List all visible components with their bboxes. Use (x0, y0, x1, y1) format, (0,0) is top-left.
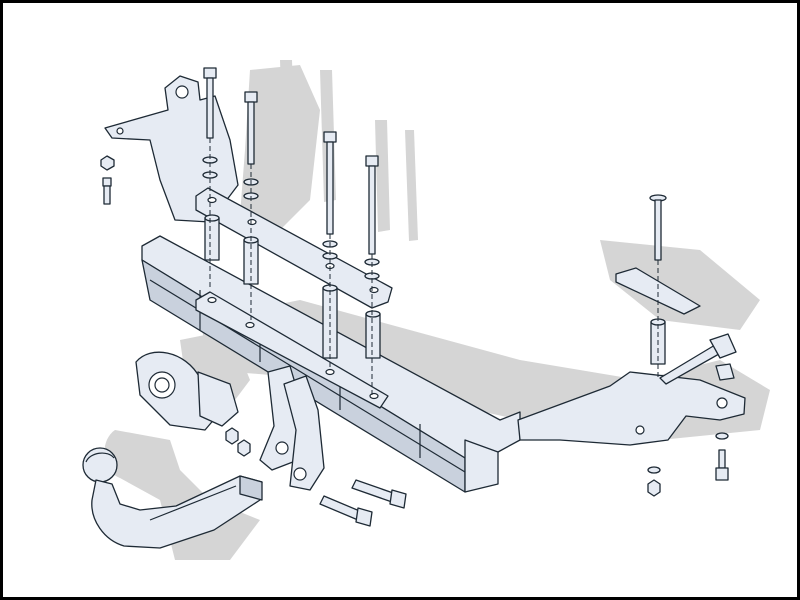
towball-arm-end (239, 475, 263, 501)
hex-nut-right (647, 479, 661, 497)
shadow-bolts-left (280, 60, 390, 232)
hex-nut-socket-1 (225, 427, 239, 445)
right-lower-fasteners (647, 432, 729, 497)
towball-neck (91, 475, 263, 549)
tow-bolt-2 (319, 495, 373, 527)
towball-assembly (82, 447, 263, 549)
upper-spacer-bar (195, 187, 393, 309)
towball-mount-bracket (259, 365, 325, 491)
left-bracket-hole-small (116, 127, 124, 135)
towbar-exploded-view (82, 60, 770, 560)
mount-bracket-right (283, 375, 325, 491)
shadow-right-bracket (600, 240, 760, 330)
loose-nut-bolt-left (100, 155, 115, 205)
tow-bolts (319, 479, 407, 527)
lower-spacer-plate (195, 291, 389, 409)
right-small-nut (715, 363, 735, 381)
right-strap-block (709, 333, 737, 359)
lower-spacer-bar (195, 291, 389, 409)
left-bracket-hole (175, 85, 189, 99)
right-clamp-plate (615, 267, 701, 315)
spacer-tube-4 (365, 310, 381, 359)
electric-socket-plate (135, 351, 251, 457)
upper-spacer-plate (195, 187, 393, 309)
right-mounting-bracket (517, 194, 746, 446)
socket-bracket (197, 371, 239, 427)
shadow-bolt-far (405, 130, 418, 241)
shadow-left-bracket (240, 65, 320, 230)
spacer-tube-1 (204, 214, 220, 261)
right-bracket-arm (517, 371, 746, 446)
crossbar-end-cap (464, 439, 499, 493)
tow-bolt-1 (351, 479, 407, 509)
left-mounting-bracket (104, 75, 239, 223)
bolt-group-left (202, 67, 380, 395)
shadow-towball (104, 430, 261, 560)
hex-nut-left (100, 155, 115, 171)
left-bracket-plate (104, 75, 239, 223)
hex-nut-socket-2 (237, 439, 251, 457)
